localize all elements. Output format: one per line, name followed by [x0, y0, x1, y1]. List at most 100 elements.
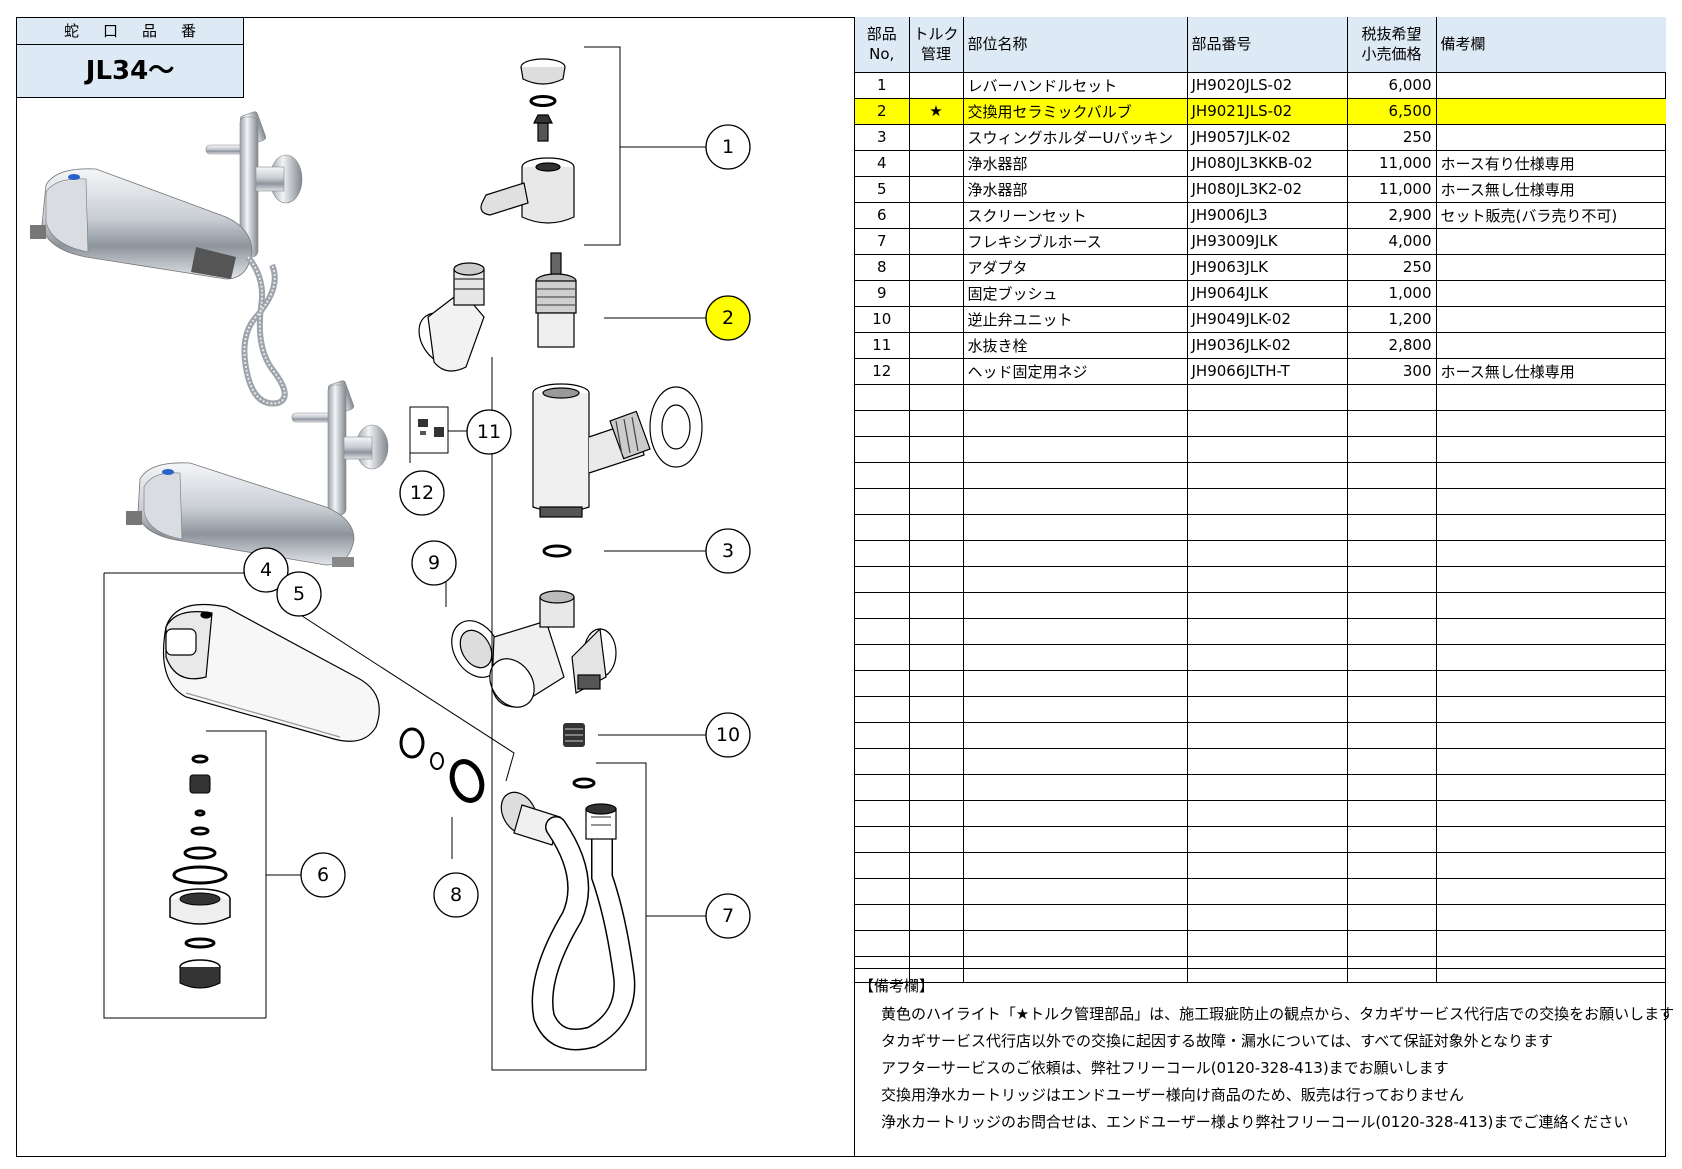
cell-remarks	[1435, 695, 1666, 723]
cell-name	[962, 695, 1188, 723]
svg-text:3: 3	[722, 540, 734, 562]
table-row-empty	[855, 461, 1666, 489]
cell-name: 逆止弁ユニット	[962, 305, 1188, 333]
cell-price	[1346, 851, 1437, 879]
cell-torque	[908, 201, 964, 229]
cell-name: 固定ブッシュ	[962, 279, 1188, 307]
cell-remarks	[1435, 799, 1666, 827]
callout-4: 4	[243, 547, 289, 593]
cell-remarks	[1435, 383, 1666, 411]
cell-no	[855, 929, 910, 957]
cell-part-number	[1186, 461, 1348, 489]
cell-name	[962, 773, 1188, 801]
cell-name: スウィングホルダーUパッキン	[962, 123, 1188, 151]
cell-remarks	[1435, 305, 1666, 333]
table-row-empty	[855, 617, 1666, 645]
cell-price	[1346, 435, 1437, 463]
cell-remarks: ホース有り仕様専用	[1435, 149, 1666, 177]
part-lever-handle-set	[480, 58, 575, 224]
cell-no	[855, 825, 910, 853]
cell-remarks	[1435, 279, 1666, 307]
cell-name: 浄水器部	[962, 175, 1188, 203]
table-row-empty	[855, 409, 1666, 437]
cell-part-number	[1186, 721, 1348, 749]
table-row-empty	[855, 799, 1666, 827]
cell-torque	[908, 357, 964, 385]
cell-part-number	[1186, 409, 1348, 437]
cell-price	[1346, 773, 1437, 801]
table-row-empty	[855, 825, 1666, 853]
cell-torque	[908, 929, 964, 957]
cell-price	[1346, 513, 1437, 541]
cell-torque	[908, 123, 964, 151]
cell-name	[962, 955, 1188, 983]
part-screen-set	[169, 754, 231, 989]
table-row-empty	[855, 747, 1666, 775]
cell-name	[962, 565, 1188, 593]
header-part-name: 部位名称	[962, 17, 1188, 73]
cell-price	[1346, 721, 1437, 749]
remarks-line: タカギサービス代行店以外での交換に起因する故障・漏水については、すべて保証対象外…	[881, 1032, 1554, 1050]
callout-5: 5	[276, 571, 322, 617]
cell-part-number: JH080JL3KKB-02	[1186, 149, 1348, 177]
cell-name	[962, 747, 1188, 775]
table-row-empty	[855, 903, 1666, 931]
cell-remarks	[1435, 903, 1666, 931]
cell-price	[1346, 825, 1437, 853]
cell-torque	[908, 669, 964, 697]
cell-part-number	[1186, 773, 1348, 801]
cell-remarks: ホース無し仕様専用	[1435, 357, 1666, 385]
cell-price	[1346, 617, 1437, 645]
cell-remarks	[1435, 773, 1666, 801]
cell-price	[1346, 565, 1437, 593]
cell-part-number	[1186, 903, 1348, 931]
cell-torque	[908, 513, 964, 541]
cell-no	[855, 669, 910, 697]
cell-part-number: JH93009JLK	[1186, 227, 1348, 255]
cell-no	[855, 539, 910, 567]
part-water-purifier-head	[163, 603, 485, 803]
cell-no: 2	[855, 97, 910, 125]
part-drain-plug-and-screw	[409, 406, 449, 463]
cell-remarks	[1435, 643, 1666, 671]
svg-text:8: 8	[450, 884, 462, 906]
cell-name	[962, 617, 1188, 645]
cell-price	[1346, 955, 1437, 983]
cell-part-number	[1186, 435, 1348, 463]
table-row-empty	[855, 513, 1666, 541]
model-number-box: 蛇口品番 JL34～	[16, 17, 244, 98]
cell-torque	[908, 383, 964, 411]
remarks-section: 【備考欄】 黄色のハイライト「★トルク管理部品」は、施工瑕疵防止の観点から、タカ…	[855, 968, 1674, 1157]
table-row-empty	[855, 877, 1666, 905]
cell-no: 3	[855, 123, 910, 151]
cell-part-number	[1186, 799, 1348, 827]
part-check-valve-unit	[563, 723, 596, 789]
part-ceramic-valve	[535, 252, 577, 348]
cell-no	[855, 799, 910, 827]
cell-part-number: JH9063JLK	[1186, 253, 1348, 281]
leader-lines	[103, 46, 714, 1071]
callout-2: 2	[705, 295, 751, 341]
cell-name: 浄水器部	[962, 149, 1188, 177]
cell-part-number: JH9021JLS-02	[1186, 97, 1348, 125]
cell-name: フレキシブルホース	[962, 227, 1188, 255]
model-number-label: 蛇口品番	[17, 18, 243, 45]
part-u-packing	[542, 544, 572, 558]
remarks-line: アフターサービスのご依頼は、弊社フリーコール(0120-328-413)までお願…	[881, 1059, 1449, 1077]
table-row-empty	[855, 929, 1666, 957]
header-torque: トルク管理	[908, 17, 964, 73]
remarks-line: 交換用浄水カートリッジはエンドユーザー様向け商品のため、販売は行っておりません	[881, 1086, 1465, 1104]
cell-no	[855, 565, 910, 593]
callout-7: 7	[705, 893, 751, 939]
cell-no	[855, 409, 910, 437]
cell-torque	[908, 955, 964, 983]
